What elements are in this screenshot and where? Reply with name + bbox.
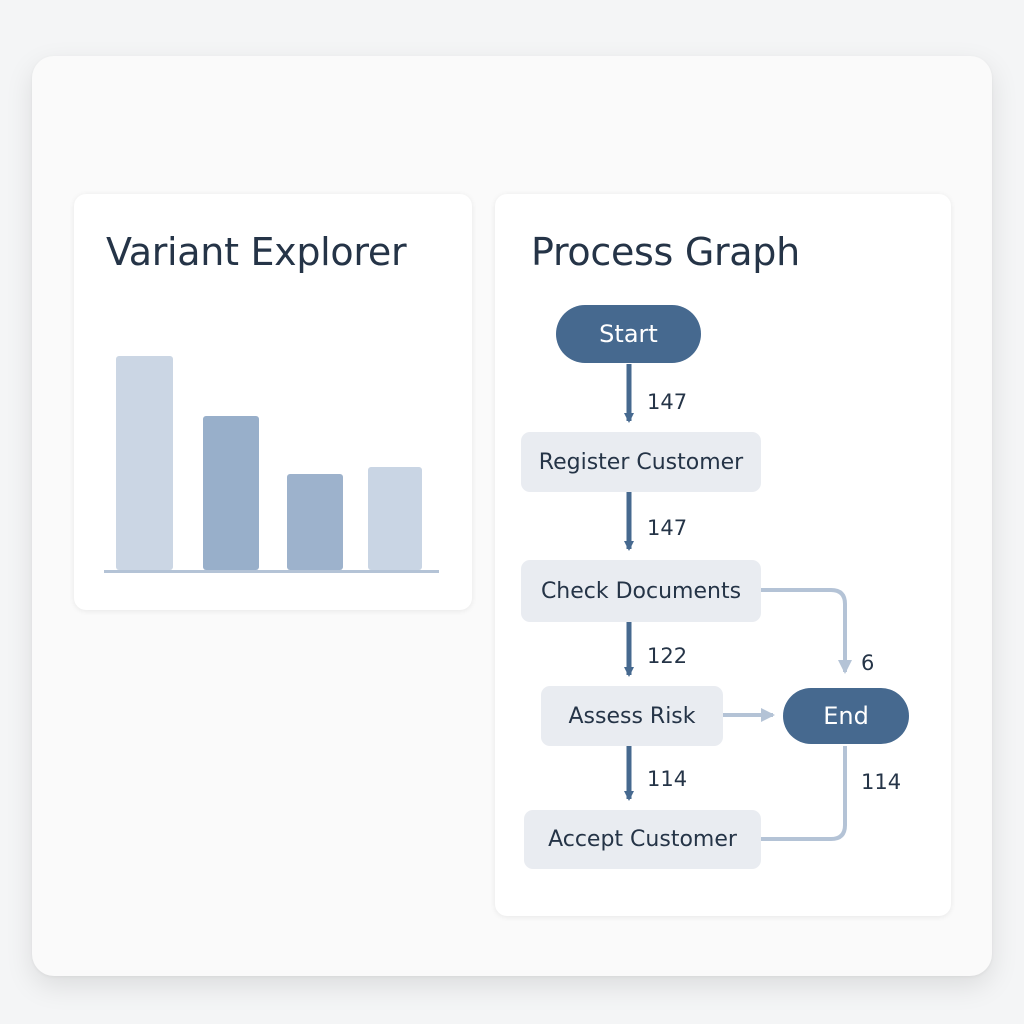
edge-accept-end[interactable] (761, 746, 847, 841)
variant-bar-4[interactable] (368, 467, 422, 570)
variant-explorer-panel: Variant Explorer (74, 194, 472, 610)
node-assess-risk[interactable]: Assess Risk (541, 686, 723, 746)
variant-bar-1[interactable] (116, 356, 173, 570)
node-check-documents[interactable]: Check Documents (521, 560, 761, 622)
edge-label-check-end: 6 (861, 651, 875, 675)
variant-explorer-title: Variant Explorer (106, 230, 407, 274)
edge-check-end[interactable] (761, 588, 852, 674)
node-accept-customer[interactable]: Accept Customer (524, 810, 761, 869)
node-register-customer[interactable]: Register Customer (521, 432, 761, 492)
edge-label-accept-end: 114 (861, 770, 902, 794)
process-graph-title: Process Graph (531, 230, 800, 274)
node-end[interactable]: End (783, 688, 909, 744)
variant-bar-3[interactable] (287, 473, 343, 570)
edge-label-assess-accept: 114 (647, 767, 688, 791)
edge-label-start-register: 147 (647, 390, 688, 414)
process-graph-panel: Process Graph Start Register Customer Ch… (495, 194, 951, 916)
edge-label-check-assess: 122 (647, 644, 688, 668)
chart-baseline (104, 570, 439, 573)
edge-label-register-check: 147 (647, 516, 688, 540)
node-start[interactable]: Start (556, 305, 701, 363)
variant-bar-2[interactable] (203, 415, 259, 570)
process-graph-edges (624, 364, 852, 841)
